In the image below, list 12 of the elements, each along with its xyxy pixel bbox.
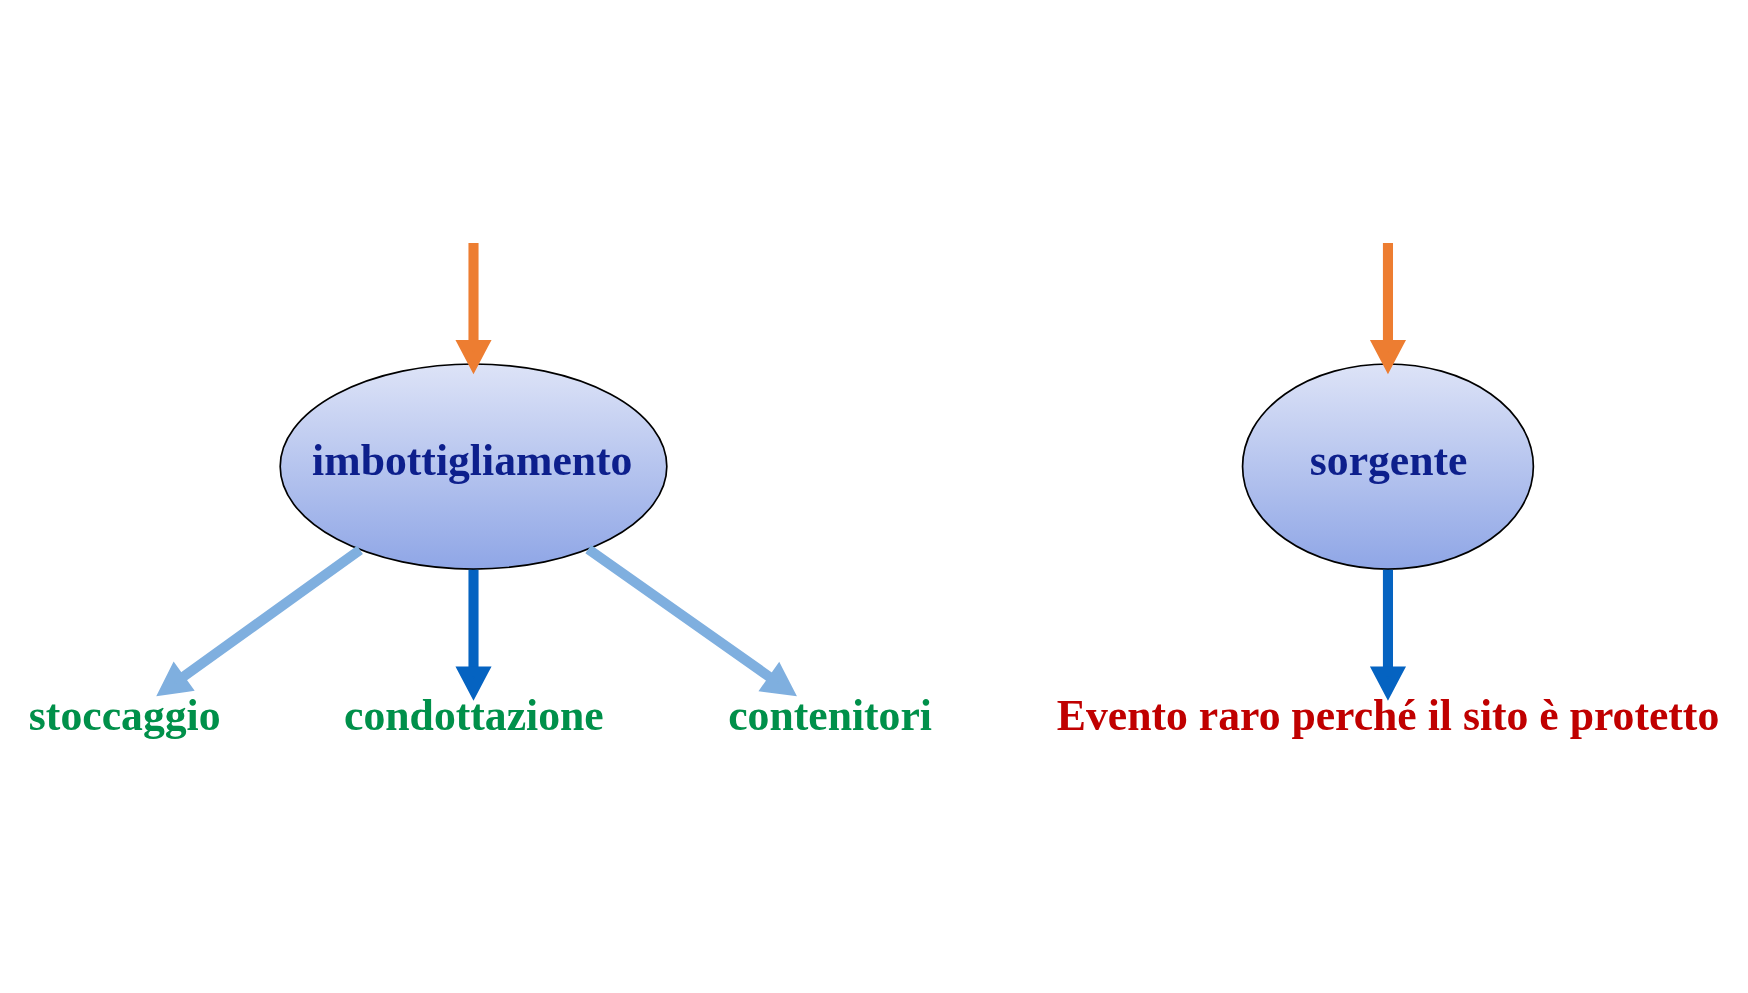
arrow bbox=[585, 544, 797, 696]
arrow bbox=[1369, 569, 1407, 701]
node-text: Evento raro perché il sito è protetto bbox=[1056, 690, 1720, 739]
node-ellipse: sorgente bbox=[1241, 362, 1535, 570]
arrow bbox=[156, 545, 363, 696]
arrow bbox=[455, 569, 492, 701]
arrow bbox=[455, 242, 492, 374]
node-text: stoccaggio bbox=[28, 690, 221, 739]
arrow bbox=[1369, 242, 1407, 374]
node-text: contenitori bbox=[728, 690, 932, 739]
node-ellipse: imbottigliamento bbox=[279, 362, 668, 570]
node-text: condottazione bbox=[344, 690, 604, 739]
